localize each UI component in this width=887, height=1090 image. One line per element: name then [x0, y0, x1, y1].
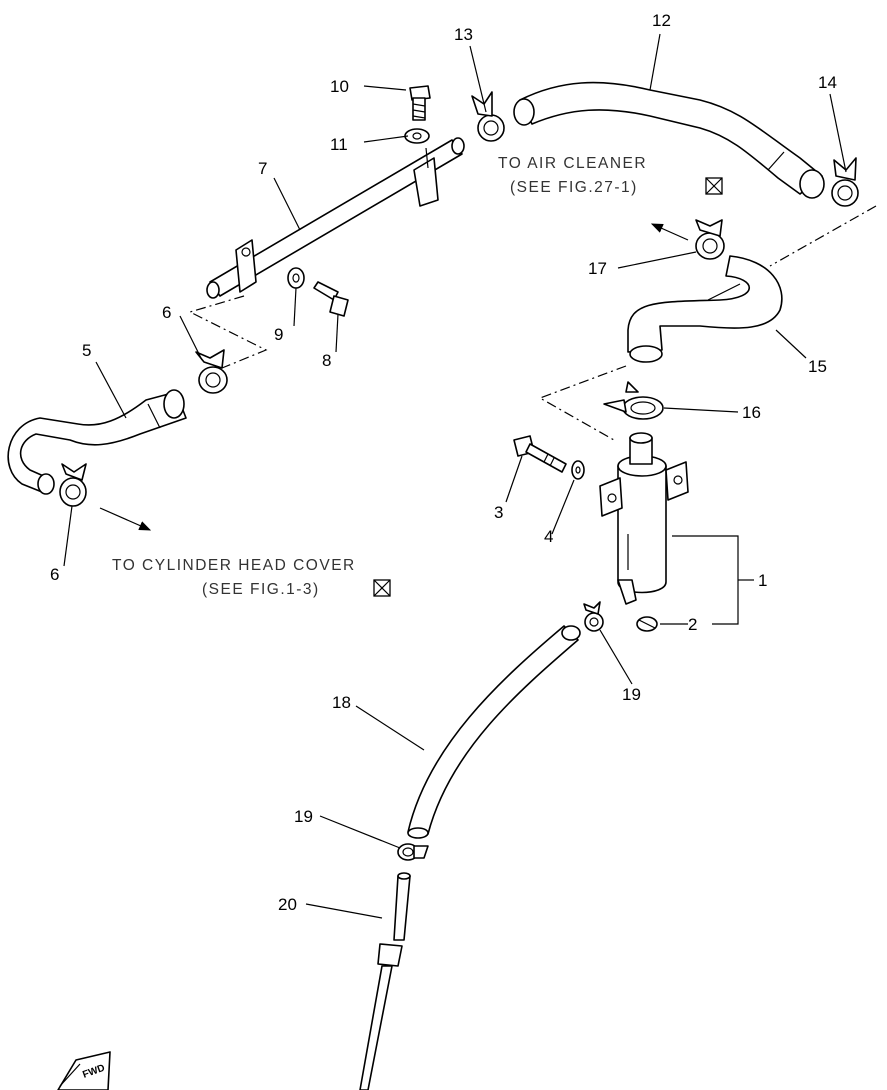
hose-18	[407, 625, 581, 839]
callout-19-upper: 19	[622, 685, 641, 704]
callout-4: 4	[544, 527, 553, 546]
callout-19-lower: 19	[294, 807, 313, 826]
pipe-7	[206, 137, 465, 299]
pipe-20	[359, 872, 411, 1090]
callout-10: 10	[330, 77, 349, 96]
reference-box-icon	[705, 177, 723, 195]
alignment-lines	[188, 205, 877, 441]
callout-11: 11	[330, 135, 348, 154]
callout-16: 16	[742, 403, 761, 422]
leader-lines	[63, 33, 847, 919]
clamp-17	[695, 219, 725, 260]
callout-15: 15	[808, 357, 827, 376]
callout-1: 1	[758, 571, 767, 590]
reference-box-icon	[373, 579, 391, 597]
callout-9: 9	[274, 325, 283, 344]
direction-arrow-icon	[99, 223, 689, 531]
callout-17: 17	[588, 259, 607, 278]
note-air-cleaner-line1: TO AIR CLEANER	[498, 155, 647, 172]
hose-5	[7, 389, 187, 495]
callout-6-upper: 6	[162, 303, 171, 322]
clamp-6-lower	[59, 463, 87, 507]
callout-numbers: 1 2 3 4 5 6 6 7 8 9 10 11 12 13 14 15 16…	[50, 11, 837, 914]
callout-8: 8	[322, 351, 331, 370]
clamp-16	[603, 381, 664, 420]
washer-11	[404, 128, 430, 144]
clamp-6-upper	[195, 349, 228, 394]
bolt-8	[313, 281, 349, 317]
callout-13: 13	[454, 25, 473, 44]
note-air-cleaner-line2: (SEE FIG.27-1)	[510, 179, 638, 196]
note-cylinder-head: TO CYLINDER HEAD COVER (SEE FIG.1-3)	[112, 557, 391, 598]
note-cylinder-head-line2: (SEE FIG.1-3)	[202, 581, 320, 598]
callout-5: 5	[82, 341, 91, 360]
clamp-13	[471, 91, 505, 142]
bolt-10	[409, 85, 431, 121]
washer-4	[571, 460, 585, 480]
callout-12: 12	[652, 11, 671, 30]
plug-2	[636, 616, 658, 632]
callout-20: 20	[278, 895, 297, 914]
fwd-mark-icon: FWD	[57, 1051, 111, 1090]
callout-6-lower: 6	[50, 565, 59, 584]
callout-14: 14	[818, 73, 837, 92]
bolt-3	[513, 435, 567, 473]
hose-12	[513, 81, 825, 199]
clamp-19-lower	[397, 843, 429, 861]
washer-9	[287, 267, 305, 289]
note-cylinder-head-line1: TO CYLINDER HEAD COVER	[112, 557, 356, 574]
clamp-14	[831, 157, 859, 207]
clamp-19-upper	[583, 601, 604, 632]
note-air-cleaner: TO AIR CLEANER (SEE FIG.27-1)	[498, 155, 723, 196]
callout-3: 3	[494, 503, 503, 522]
callout-2: 2	[688, 615, 697, 634]
callout-18: 18	[332, 693, 351, 712]
callout-7: 7	[258, 159, 267, 178]
separator-1	[599, 432, 689, 605]
hose-15	[627, 255, 783, 363]
